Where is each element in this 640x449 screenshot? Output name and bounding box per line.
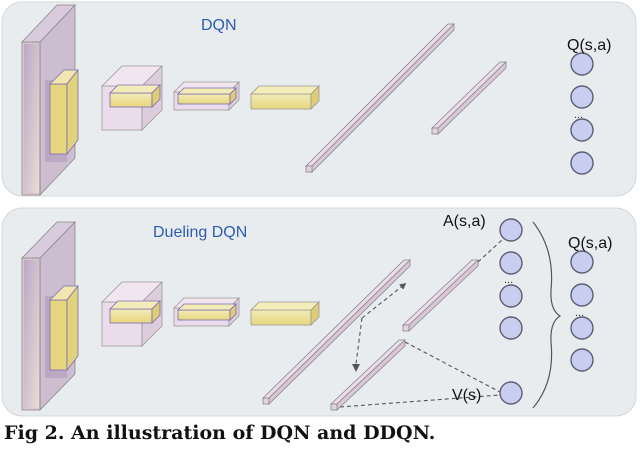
- dqn-conv-block-2: [173, 81, 240, 111]
- dqn-input-layer: [21, 3, 79, 197]
- dueling-fc-layer-1: [262, 259, 411, 405]
- arrow-head-icon: [352, 364, 360, 372]
- neuron: [570, 151, 594, 175]
- neuron: [570, 52, 594, 76]
- advantage-stream-layer: [401, 259, 480, 332]
- dueling-output-dots: ...: [575, 307, 584, 319]
- value-label: V(s): [452, 387, 481, 404]
- dqn-fc-layer-1: [305, 23, 455, 173]
- neuron: [499, 316, 523, 340]
- neuron: [570, 316, 594, 340]
- dueling-dqn-network: [21, 218, 594, 411]
- neuron: [570, 250, 594, 274]
- aggregation-brace: [532, 221, 562, 409]
- dueling-connections: [339, 239, 503, 408]
- dueling-conv-block-2: [173, 297, 240, 327]
- neuron: [499, 251, 523, 275]
- dueling-input-layer: [21, 221, 79, 411]
- neuron: [570, 348, 594, 372]
- neuron: [570, 118, 594, 142]
- dqn-q-output-neurons: [570, 52, 594, 175]
- neuron: [499, 218, 523, 242]
- figure-caption: Fig 2. An illustration of DQN and DDQN.: [4, 422, 436, 444]
- dqn-output-label: Q(s,a): [567, 37, 611, 54]
- neuron: [570, 85, 594, 109]
- dueling-conv-block-3: [250, 301, 320, 326]
- neuron: [499, 284, 523, 308]
- advantage-label: A(s,a): [443, 213, 486, 230]
- dueling-conv-block-1: [101, 281, 163, 347]
- dueling-output-label: Q(s,a): [568, 235, 612, 252]
- dqn-output-dots: ...: [574, 109, 583, 121]
- advantage-dots: ...: [504, 274, 513, 286]
- dqn-fc-layer-2: [431, 61, 507, 135]
- dqn-conv-block-3: [250, 85, 320, 110]
- dqn-title: DQN: [201, 17, 237, 34]
- dueling-q-output-neurons: [570, 250, 594, 372]
- value-neuron: [499, 381, 523, 405]
- neuron: [570, 283, 594, 307]
- dqn-network: [21, 3, 594, 197]
- value-stream-layer: [329, 339, 407, 411]
- advantage-neurons: [499, 218, 523, 340]
- dqn-conv-block-1: [101, 65, 163, 131]
- dueling-dqn-title: Dueling DQN: [153, 224, 247, 241]
